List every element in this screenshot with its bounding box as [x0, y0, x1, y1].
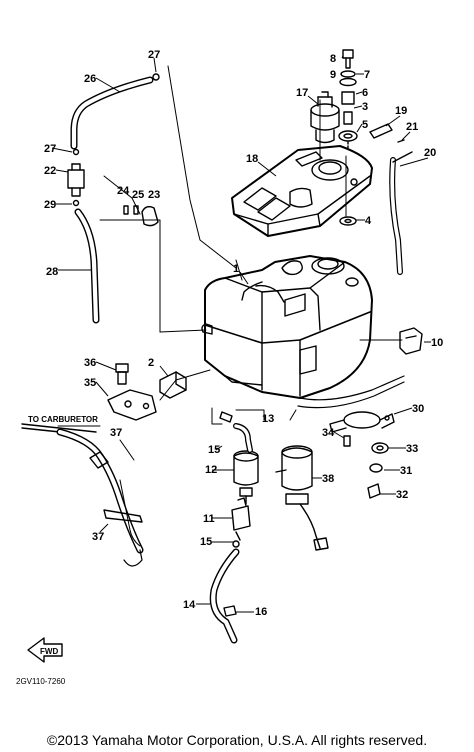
fuel-tank [201, 255, 405, 409]
mounting-hardware [343, 435, 389, 499]
elbow-hose [219, 411, 253, 453]
part-number: 22 [44, 165, 56, 177]
part-number: 37 [110, 427, 122, 439]
fwd-label: FWD [40, 647, 58, 656]
lower-hose-14 [209, 548, 240, 644]
fuel-valve-12 [233, 450, 259, 505]
fuel-filter [67, 148, 85, 207]
part-number: 7 [364, 69, 370, 81]
part-number: 30 [412, 403, 424, 415]
forward-arrow-icon [27, 637, 63, 663]
part-number: 26 [84, 73, 96, 85]
part-number: 11 [203, 513, 215, 525]
part-number: 6 [362, 87, 368, 99]
inline-filter-11 [231, 497, 251, 548]
part-number: 35 [84, 377, 96, 389]
part-number: 15 [208, 444, 220, 456]
leader-lines [57, 65, 403, 461]
copyright-notice: ©2013 Yamaha Motor Corporation, U.S.A. A… [46, 732, 428, 748]
fuel-cock [310, 91, 340, 144]
diagram-code: 2GV110-7260 [16, 677, 66, 686]
part-number: 29 [44, 199, 56, 211]
part-number: 17 [296, 87, 308, 99]
small-fasteners [123, 205, 159, 227]
carburetor-hose [21, 423, 144, 567]
part-number: 33 [406, 443, 418, 455]
part-number: 38 [322, 473, 334, 485]
part-number: 2 [148, 357, 154, 369]
bolt-stack [338, 49, 358, 226]
fuel-hose-28 [74, 208, 100, 324]
part-number: 14 [183, 599, 196, 611]
part-number: 21 [406, 121, 418, 133]
part-number: 36 [84, 357, 96, 369]
part-number: 27 [44, 143, 56, 155]
part-number: 28 [46, 266, 58, 278]
part-number: 27 [148, 49, 160, 61]
part-number: 37 [92, 531, 104, 543]
part-number: 8 [330, 53, 336, 65]
part-number: 20 [424, 147, 436, 159]
part-number: 12 [205, 464, 217, 476]
part-number: 13 [262, 413, 274, 425]
part-number: 31 [400, 465, 412, 477]
part-number: 16 [255, 606, 267, 618]
part-number: 18 [246, 153, 258, 165]
bracket-35 [107, 363, 157, 421]
fuel-pump [275, 445, 329, 551]
part-number: 1 [233, 263, 239, 275]
part-number: 32 [396, 489, 408, 501]
part-number: 34 [322, 427, 335, 439]
part-number: 9 [330, 69, 336, 81]
tank-cover [231, 145, 373, 237]
to-carburetor-label: TO CARBURETOR [28, 415, 98, 424]
part-number: 25 [132, 189, 144, 201]
part-number: 3 [362, 101, 368, 113]
clamp-10 [399, 327, 423, 355]
callout-ticks [51, 55, 431, 613]
breather-hose [369, 123, 413, 275]
part-labels: 1 2 3 4 5 6 7 8 9 10 11 12 13 14 15 15 1… [16, 49, 443, 686]
bracket-30 [329, 411, 395, 433]
part-number: 10 [431, 337, 443, 349]
part-number: 24 [117, 185, 130, 197]
bracket-2 [159, 371, 187, 399]
part-number: 23 [148, 189, 160, 201]
part-number: 5 [362, 119, 368, 131]
part-number: 19 [395, 105, 407, 117]
part-number: 15 [200, 536, 212, 548]
vent-hose-26 [70, 73, 160, 150]
part-number: 4 [365, 215, 372, 227]
